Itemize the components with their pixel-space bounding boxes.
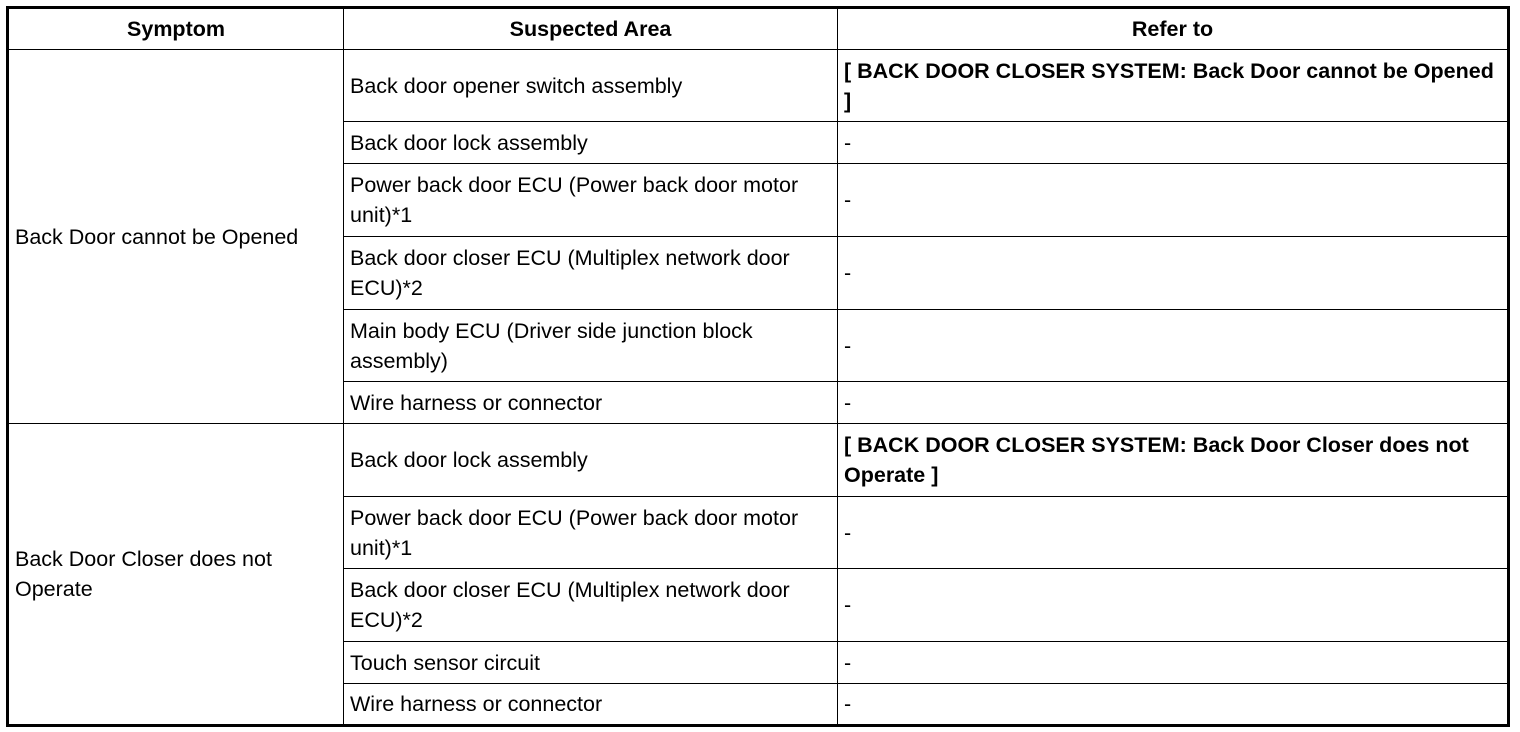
suspected-area-cell: Back door lock assembly bbox=[343, 423, 838, 497]
table-row: Back door closer ECU (Multiplex network … bbox=[8, 568, 1509, 642]
table-row: Touch sensor circuit - bbox=[8, 641, 1509, 684]
header-refer-to: Refer to bbox=[837, 7, 1509, 50]
table-row: Power back door ECU (Power back door mot… bbox=[8, 496, 1509, 569]
table-row: Back door lock assembly - bbox=[8, 121, 1509, 164]
table-row: Back Door cannot be Opened Back door ope… bbox=[7, 49, 1509, 424]
refer-to-cell: - bbox=[837, 309, 1509, 382]
refer-to-link[interactable]: [ BACK DOOR CLOSER SYSTEM: Back Door Clo… bbox=[837, 423, 1509, 497]
suspected-area-cell: Back door closer ECU (Multiplex network … bbox=[343, 568, 838, 642]
refer-to-cell: - bbox=[837, 568, 1509, 642]
table-row: Back door closer ECU (Multiplex network … bbox=[8, 236, 1509, 310]
header-symptom: Symptom bbox=[7, 7, 344, 50]
table-row: Back Door Closer does not Operate Back d… bbox=[7, 423, 1509, 726]
refer-to-cell: - bbox=[837, 641, 1509, 684]
refer-to-cell: - bbox=[837, 121, 1509, 164]
suspected-area-cell: Wire harness or connector bbox=[343, 381, 838, 424]
refer-to-cell: - bbox=[837, 683, 1509, 726]
table-row: Wire harness or connector - bbox=[8, 683, 1509, 726]
refer-to-cell: - bbox=[837, 496, 1509, 569]
suspected-area-cell: Main body ECU (Driver side junction bloc… bbox=[343, 309, 838, 382]
suspected-area-cell: Touch sensor circuit bbox=[343, 641, 838, 684]
suspected-area-cell: Back door lock assembly bbox=[343, 121, 838, 164]
symptom-cell: Back Door cannot be Opened bbox=[7, 49, 344, 424]
refer-to-cell: - bbox=[837, 163, 1509, 237]
table-header-row: Symptom Suspected Area Refer to bbox=[7, 7, 1509, 50]
suspected-area-cell: Power back door ECU (Power back door mot… bbox=[343, 496, 838, 569]
table-row: Main body ECU (Driver side junction bloc… bbox=[8, 309, 1509, 382]
refer-to-cell: - bbox=[837, 236, 1509, 310]
refer-to-cell: - bbox=[837, 381, 1509, 424]
suspected-area-cell: Back door opener switch assembly bbox=[343, 49, 838, 122]
header-suspected-area: Suspected Area bbox=[343, 7, 838, 50]
table-row: Wire harness or connector - bbox=[8, 381, 1509, 424]
symptom-cell: Back Door Closer does not Operate bbox=[7, 423, 344, 726]
suspected-area-cell: Back door closer ECU (Multiplex network … bbox=[343, 236, 838, 310]
refer-to-link[interactable]: [ BACK DOOR CLOSER SYSTEM: Back Door can… bbox=[837, 49, 1509, 122]
table-row: Power back door ECU (Power back door mot… bbox=[8, 163, 1509, 237]
suspected-area-cell: Wire harness or connector bbox=[343, 683, 838, 726]
suspected-area-cell: Power back door ECU (Power back door mot… bbox=[343, 163, 838, 237]
symptom-table: Symptom Suspected Area Refer to Back Doo… bbox=[6, 6, 1510, 727]
